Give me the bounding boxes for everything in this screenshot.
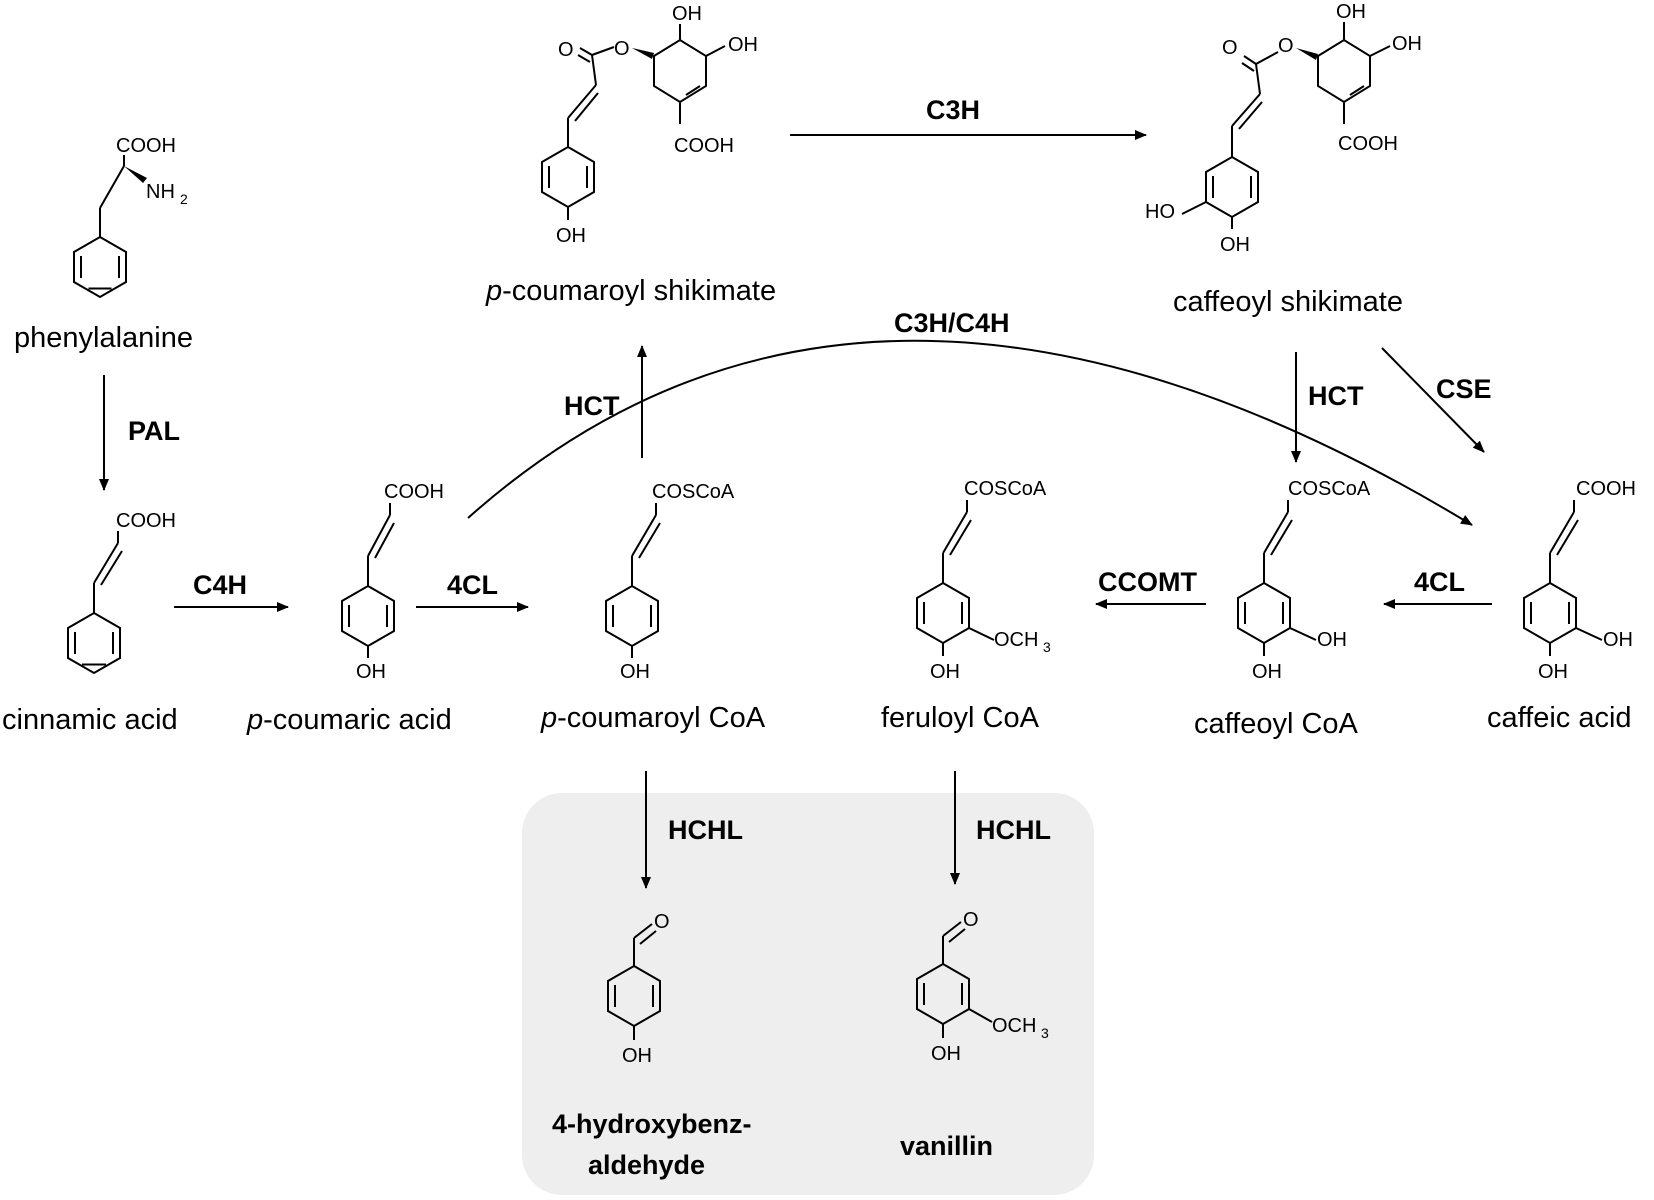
svg-text:OH: OH [930, 661, 960, 683]
label-caffeic-acid: caffeic acid [1487, 702, 1632, 734]
structure-caffeoyl-shikimate: OH HO O O OH OH COOH [1145, 1, 1422, 256]
enzyme-4cl-right: 4CL [1414, 567, 1465, 597]
svg-text:COOH: COOH [116, 510, 176, 532]
product-highlight-box [522, 793, 1094, 1195]
structure-p-coumaroyl-shikimate: OH O O OH OH COOH [541, 3, 758, 247]
enzyme-pal: PAL [128, 416, 180, 446]
enzyme-c4h: C4H [193, 570, 247, 600]
svg-text:OCH: OCH [994, 629, 1038, 651]
structure-cinnamic-acid: COOH [67, 510, 176, 675]
svg-text:OH: OH [356, 661, 386, 683]
label-4-hydroxybenzaldehyde-line2: aldehyde [588, 1150, 705, 1180]
svg-text:O: O [963, 909, 979, 931]
arrow-c3h-c4h-curve [467, 339, 1473, 526]
svg-text:OH: OH [1603, 629, 1633, 651]
enzyme-labels: PAL C4H 4CL HCT C3H C3H/C4H HCT CSE 4CL … [128, 95, 1492, 845]
svg-text:NH: NH [146, 181, 175, 203]
label-p-coumaric-acid: p-coumaric acid [246, 704, 452, 736]
svg-text:OH: OH [1392, 33, 1422, 55]
svg-text:HO: HO [1145, 201, 1175, 223]
enzyme-cse: CSE [1436, 374, 1492, 404]
svg-text:COOH: COOH [116, 135, 176, 157]
svg-text:OH: OH [556, 225, 586, 247]
svg-text:O: O [1222, 37, 1238, 59]
svg-text:COOH: COOH [674, 135, 734, 157]
svg-text:OH: OH [672, 3, 702, 25]
svg-text:OH: OH [1252, 661, 1282, 683]
svg-text:COOH: COOH [1338, 133, 1398, 155]
svg-text:3: 3 [1041, 1025, 1049, 1041]
product-labels: 4-hydroxybenz- aldehyde vanillin [552, 1109, 993, 1180]
structure-caffeic-acid: OH OH COOH [1523, 478, 1636, 683]
svg-text:OH: OH [1336, 1, 1366, 23]
svg-text:OH: OH [622, 1045, 652, 1067]
svg-text:OH: OH [931, 1043, 961, 1065]
structure-p-coumaric-acid: OH COOH [341, 481, 444, 683]
arrow-cse [1381, 347, 1485, 453]
svg-text:COSCoA: COSCoA [964, 478, 1047, 500]
structure-phenylalanine: COOH NH 2 [73, 135, 188, 299]
enzyme-hct-right: HCT [1308, 381, 1364, 411]
reaction-arrows [99, 130, 1492, 889]
structure-vanillin: OH OCH 3 O [916, 909, 1049, 1065]
label-4-hydroxybenzaldehyde-line1: 4-hydroxybenz- [552, 1109, 752, 1139]
enzyme-hchl-right: HCHL [976, 815, 1051, 845]
structure-p-coumaroyl-coa: OH COSCoA [605, 481, 735, 683]
svg-text:COOH: COOH [1576, 478, 1636, 500]
svg-text:2: 2 [180, 191, 188, 207]
svg-text:COOH: COOH [384, 481, 444, 503]
svg-text:OH: OH [1220, 234, 1250, 256]
svg-text:OH: OH [1317, 629, 1347, 651]
svg-text:3: 3 [1043, 639, 1051, 655]
enzyme-c3h: C3H [926, 95, 980, 125]
label-p-coumaroyl-shikimate: p-coumaroyl shikimate [485, 275, 776, 307]
svg-text:O: O [654, 911, 670, 933]
svg-text:O: O [1278, 35, 1294, 57]
svg-text:OH: OH [620, 661, 650, 683]
label-vanillin: vanillin [900, 1131, 993, 1161]
svg-text:COSCoA: COSCoA [652, 481, 735, 503]
label-p-coumaroyl-coa: p-coumaroyl CoA [540, 702, 766, 734]
enzyme-hct-left: HCT [564, 391, 620, 421]
structure-4-hydroxybenzaldehyde: OH O [607, 911, 670, 1067]
svg-text:OCH: OCH [992, 1015, 1036, 1037]
label-caffeoyl-shikimate: caffeoyl shikimate [1173, 286, 1403, 318]
svg-text:OH: OH [728, 34, 758, 56]
enzyme-hchl-left: HCHL [668, 815, 743, 845]
structure-caffeoyl-coa: OH OH COSCoA [1237, 478, 1371, 683]
compound-labels: phenylalanine cinnamic acid p-coumaric a… [2, 275, 1632, 740]
label-cinnamic-acid: cinnamic acid [2, 704, 178, 736]
svg-text:COSCoA: COSCoA [1288, 478, 1371, 500]
enzyme-4cl-left: 4CL [447, 570, 498, 600]
enzyme-c3h-c4h: C3H/C4H [894, 308, 1010, 338]
structure-feruloyl-coa: OH OCH 3 COSCoA [916, 478, 1051, 683]
label-feruloyl-coa: feruloyl CoA [881, 702, 1040, 734]
label-phenylalanine: phenylalanine [14, 322, 193, 354]
label-caffeoyl-coa: caffeoyl CoA [1194, 708, 1359, 740]
svg-text:O: O [614, 38, 630, 60]
svg-text:O: O [558, 39, 574, 61]
svg-text:OH: OH [1538, 661, 1568, 683]
enzyme-ccomt: CCOMT [1098, 567, 1197, 597]
